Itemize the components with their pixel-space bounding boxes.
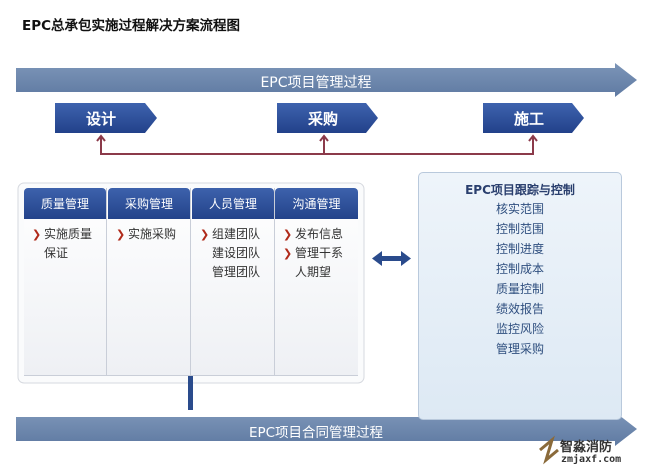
item: 实施采购 xyxy=(128,227,177,241)
phase-construct: 施工 xyxy=(513,109,544,128)
control-item: 控制进度 xyxy=(495,242,544,256)
bottom-process-arrow xyxy=(16,412,637,446)
column-quality: 质量管理 ❯实施质量 保证 xyxy=(24,188,107,375)
column-header: 采购管理 xyxy=(108,188,190,219)
item: 建设团队 xyxy=(212,246,261,260)
item: 管理团队 xyxy=(212,265,261,279)
control-title: EPC项目跟踪与控制 xyxy=(465,183,575,197)
chevron-right-icon: ❯ xyxy=(200,228,210,241)
control-item: 控制范围 xyxy=(495,222,544,236)
chevron-right-icon: ❯ xyxy=(283,228,293,241)
chevron-right-icon: ❯ xyxy=(283,247,293,260)
control-item: 控制成本 xyxy=(495,262,544,276)
watermark-url: zmjaxf.com xyxy=(561,454,622,465)
top-bar-label: EPC项目管理过程 xyxy=(260,75,372,91)
red-connector xyxy=(96,134,538,155)
item: 发布信息 xyxy=(295,227,344,241)
item: 实施质量 xyxy=(44,227,93,241)
bottom-bar-label: EPC项目合同管理过程 xyxy=(248,425,384,441)
column-procurement: 采购管理 ❯实施采购 xyxy=(108,188,191,375)
phase-construct-shape xyxy=(483,103,584,133)
phase-design: 设计 xyxy=(85,109,116,128)
watermark-logo-icon xyxy=(539,435,559,465)
top-process-arrow xyxy=(16,63,637,97)
management-columns: 质量管理 ❯实施质量 保证 采购管理 ❯实施采购 人员管理 ❯组建团队 建设团队… xyxy=(24,188,358,376)
control-item: 管理采购 xyxy=(495,342,544,356)
column-header: 沟通管理 xyxy=(275,188,358,219)
column-header: 质量管理 xyxy=(24,188,106,219)
chevron-right-icon: ❯ xyxy=(116,228,126,241)
item: 组建团队 xyxy=(212,227,261,241)
item: 保证 xyxy=(44,246,69,260)
control-item: 绩效报告 xyxy=(495,302,544,316)
control-item: 质量控制 xyxy=(495,282,544,296)
item: 人期望 xyxy=(295,265,332,279)
column-communication: 沟通管理 ❯发布信息 ❯管理干系 人期望 xyxy=(275,188,358,375)
phase-procure: 采购 xyxy=(307,109,338,128)
item: 管理干系 xyxy=(295,246,344,260)
phase-design-shape xyxy=(55,103,157,133)
diagram-title: EPC总承包实施过程解决方案流程图 xyxy=(22,18,241,34)
column-personnel: 人员管理 ❯组建团队 建设团队 管理团队 xyxy=(192,188,275,375)
control-panel: EPC项目跟踪与控制 核实范围 控制范围 控制进度 控制成本 质量控制 绩效报告… xyxy=(418,172,622,420)
control-item: 核实范围 xyxy=(495,202,544,216)
chevron-right-icon: ❯ xyxy=(32,228,42,241)
column-header: 人员管理 xyxy=(192,188,274,219)
double-arrow-horizontal-icon xyxy=(372,251,411,266)
phase-procure-shape xyxy=(277,103,378,133)
watermark-name: 智淼消防 xyxy=(560,440,613,455)
control-item: 监控风险 xyxy=(495,322,544,336)
